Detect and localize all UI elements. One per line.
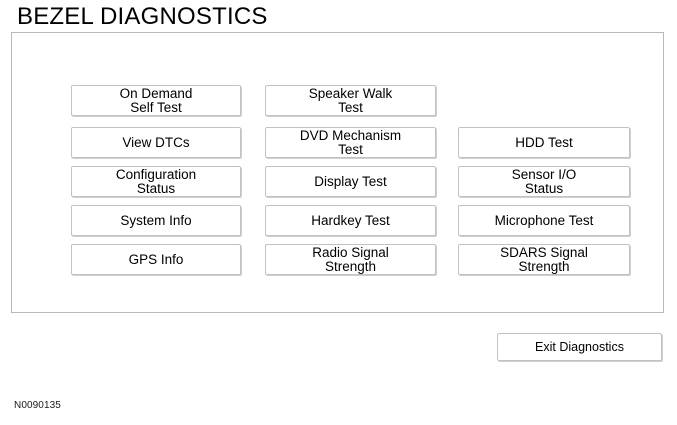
button-on-demand-self-test[interactable]: On Demand Self Test	[71, 85, 241, 116]
button-view-dtcs[interactable]: View DTCs	[71, 127, 241, 158]
button-system-info[interactable]: System Info	[71, 205, 241, 236]
button-speaker-walk-test[interactable]: Speaker Walk Test	[265, 85, 436, 116]
button-sensor-io-status[interactable]: Sensor I/O Status	[458, 166, 630, 197]
button-display-test[interactable]: Display Test	[265, 166, 436, 197]
figure-id-label: N0090135	[14, 400, 61, 411]
button-sdars-signal-strength[interactable]: SDARS Signal Strength	[458, 244, 630, 275]
button-gps-info[interactable]: GPS Info	[71, 244, 241, 275]
button-configuration-status[interactable]: Configuration Status	[71, 166, 241, 197]
page-title: BEZEL DIAGNOSTICS	[17, 3, 268, 30]
button-microphone-test[interactable]: Microphone Test	[458, 205, 630, 236]
exit-diagnostics-button[interactable]: Exit Diagnostics	[497, 333, 662, 361]
button-hdd-test[interactable]: HDD Test	[458, 127, 630, 158]
button-radio-signal-strength[interactable]: Radio Signal Strength	[265, 244, 436, 275]
button-hardkey-test[interactable]: Hardkey Test	[265, 205, 436, 236]
button-dvd-mechanism-test[interactable]: DVD Mechanism Test	[265, 127, 436, 158]
